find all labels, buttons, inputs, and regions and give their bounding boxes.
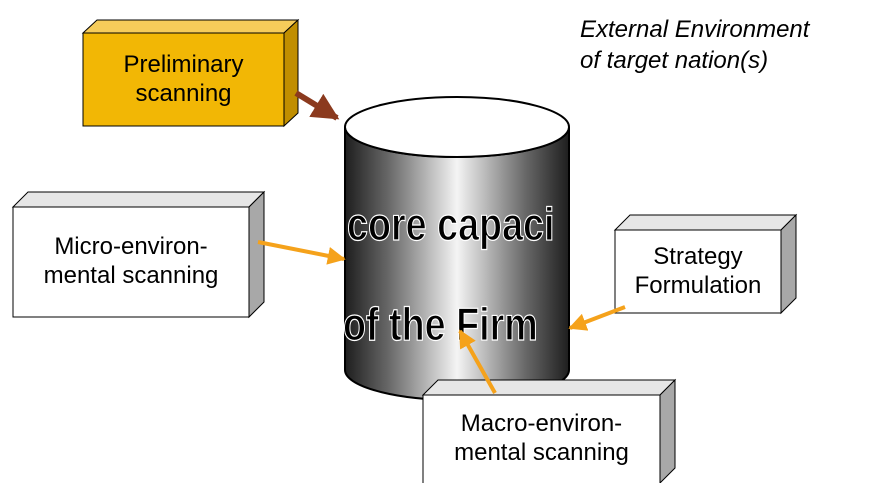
preliminary-line2: scanning	[135, 79, 232, 107]
macro-line2: mental scanning	[454, 439, 629, 466]
strategy-line2: Formulation	[634, 271, 762, 299]
cylinder-text-line2: of the Firm	[343, 298, 538, 349]
cylinder	[344, 96, 570, 401]
cylinder-text-line1: core capaci	[347, 198, 555, 249]
strategy-formulation-label: Strategy Formulation	[615, 230, 781, 313]
arrow-preliminary-to-cylinder	[294, 90, 340, 121]
micro-scanning-label: Micro-environ- mental scanning	[13, 207, 249, 317]
external-environment-title: External Environment of target nation(s)	[580, 14, 885, 76]
strategy-line1: Strategy	[653, 242, 743, 270]
micro-line2: mental scanning	[43, 262, 219, 289]
preliminary-scanning-box	[81, 18, 300, 128]
preliminary-line1: Preliminary	[123, 50, 244, 78]
title-line1: External Environment	[580, 16, 810, 43]
arrow-strategy-to-cylinder	[568, 305, 626, 331]
strategy-formulation-box	[613, 213, 798, 315]
macro-scanning-label: Macro-environ- mental scanning	[423, 395, 660, 483]
preliminary-scanning-label: Preliminary scanning	[83, 33, 284, 126]
macro-line1: Macro-environ-	[460, 410, 623, 438]
micro-scanning-box	[11, 190, 266, 319]
arrow-macro-to-cylinder	[458, 329, 497, 394]
micro-line1: Micro-environ-	[54, 233, 208, 261]
macro-scanning-box	[421, 378, 677, 483]
arrow-micro-to-cylinder	[257, 240, 346, 265]
title-line2: of target nation(s)	[580, 47, 769, 74]
